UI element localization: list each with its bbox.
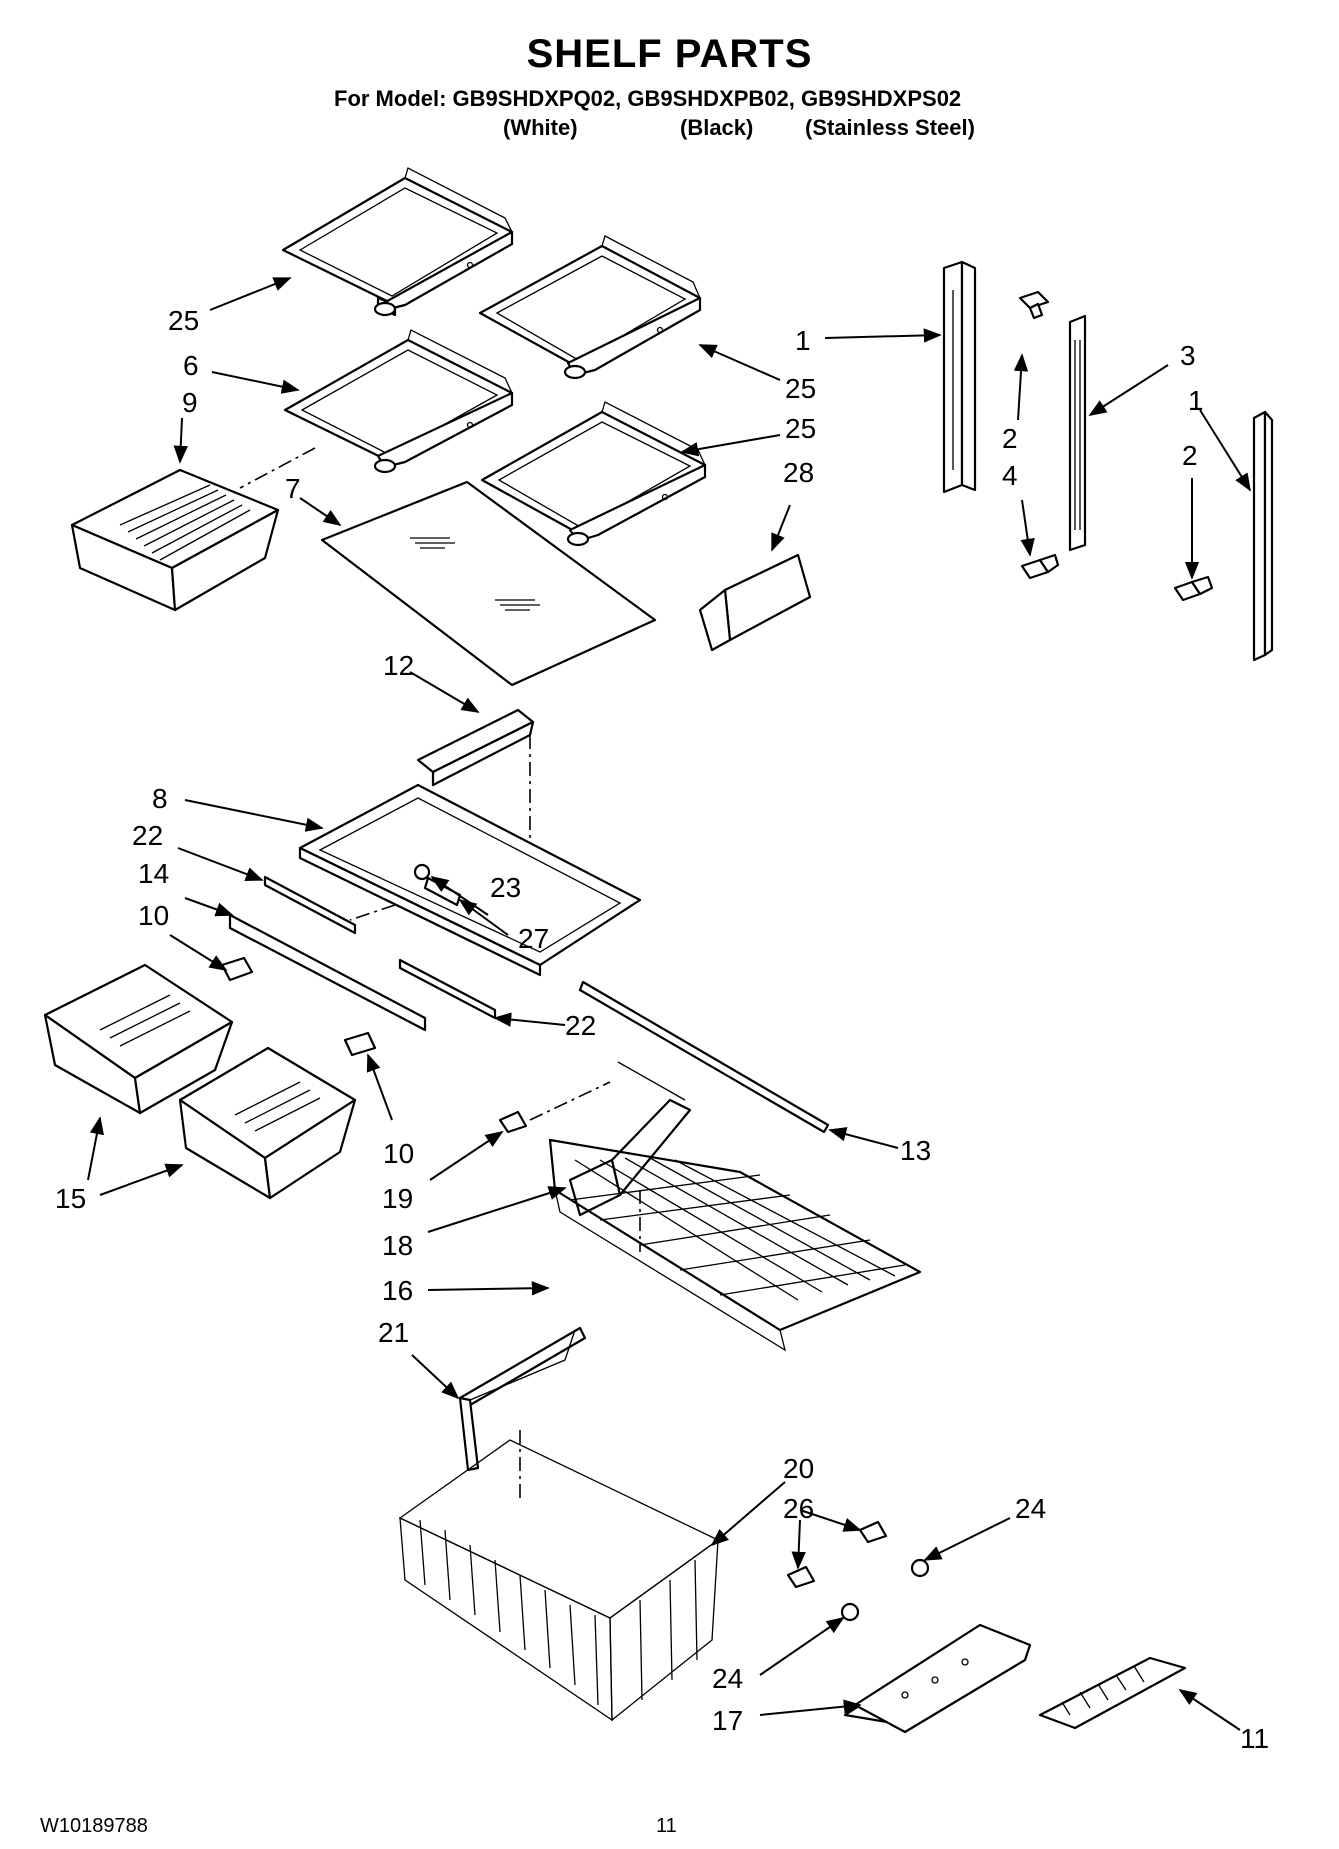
variant-white: (White) xyxy=(503,115,578,140)
alignment-line xyxy=(529,1081,611,1121)
ice-bin-part-17 xyxy=(843,1623,1032,1734)
callout-28: 28 xyxy=(783,457,814,488)
callout-23: 23 xyxy=(490,872,521,903)
callout-10: 10 xyxy=(138,900,169,931)
callout-24: 24 xyxy=(712,1663,743,1694)
basket-divider-part-21 xyxy=(458,1326,587,1472)
wire-basket-part-16 xyxy=(548,1138,922,1352)
rail-part-1-right xyxy=(1252,410,1274,662)
rail-part-3 xyxy=(1068,314,1087,552)
clip-part-10-upper xyxy=(220,956,254,982)
callout-22: 22 xyxy=(565,1010,596,1041)
screw-part-2-upper xyxy=(1018,290,1050,320)
alignment-line xyxy=(239,447,316,489)
callout-17: 17 xyxy=(712,1705,743,1736)
variant-black: (Black) xyxy=(680,115,754,140)
callout-10: 10 xyxy=(383,1138,414,1169)
callout-12: 12 xyxy=(383,650,414,681)
callout-25: 25 xyxy=(785,373,816,404)
screw-part-2-lower xyxy=(1173,575,1214,602)
bar-part-14 xyxy=(228,913,427,1032)
callout-22: 22 xyxy=(132,820,163,851)
brace-part-22-lower xyxy=(398,958,497,1020)
screw-part-19 xyxy=(498,1110,528,1134)
shelf-part-25-right xyxy=(478,235,702,380)
callout-24: 24 xyxy=(1015,1493,1046,1524)
screw-part-26-lower xyxy=(786,1565,816,1589)
callout-6: 6 xyxy=(183,350,199,381)
variant-stainless: (Stainless Steel) xyxy=(805,115,975,140)
callout-14: 14 xyxy=(138,858,169,889)
callout-26: 26 xyxy=(783,1493,814,1524)
screw-part-23 xyxy=(413,863,431,881)
callout-15: 15 xyxy=(55,1183,86,1214)
bracket-part-12 xyxy=(416,708,535,787)
washer-part-24-upper xyxy=(910,1558,930,1578)
crisper-drawer-part-9 xyxy=(70,468,280,612)
shelf-part-25-lower xyxy=(480,401,707,547)
washer-part-24-lower xyxy=(840,1602,860,1622)
callout-3: 3 xyxy=(1180,340,1196,371)
callout-25: 25 xyxy=(168,305,199,336)
glass-shelf-part-7 xyxy=(320,480,657,687)
clip-part-10-lower xyxy=(343,1031,377,1057)
callout-1: 1 xyxy=(1188,385,1204,416)
shelf-frame-part-8 xyxy=(298,783,642,977)
screw-part-26-upper xyxy=(858,1520,888,1544)
rail-part-1-left xyxy=(942,260,977,494)
leader-lines xyxy=(87,277,1251,1731)
cover-part-28 xyxy=(698,553,812,652)
callout-2: 2 xyxy=(1002,423,1018,454)
alignment-line xyxy=(349,904,396,921)
callout-16: 16 xyxy=(382,1275,413,1306)
callout-18: 18 xyxy=(382,1230,413,1261)
ice-tray-part-11 xyxy=(1038,1656,1187,1730)
callout-9: 9 xyxy=(182,387,198,418)
shelf-part-25-upper xyxy=(281,167,514,317)
callout-4: 4 xyxy=(1002,460,1018,491)
callout-2: 2 xyxy=(1182,440,1198,471)
model-numbers: For Model: GB9SHDXPQ02, GB9SHDXPB02, GB9… xyxy=(334,86,962,111)
callout-21: 21 xyxy=(378,1317,409,1348)
crisper-drawer-part-15-left xyxy=(43,963,234,1115)
callout-27: 27 xyxy=(518,923,549,954)
callout-1: 1 xyxy=(795,325,811,356)
callout-25: 25 xyxy=(785,413,816,444)
page-title: SHELF PARTS xyxy=(526,32,813,76)
callout-13: 13 xyxy=(900,1135,931,1166)
page-number: 11 xyxy=(656,1815,677,1837)
screw-part-4 xyxy=(1020,553,1060,580)
shelf-part-6 xyxy=(283,329,514,474)
callout-11: 11 xyxy=(1240,1723,1269,1754)
brace-part-22-upper xyxy=(263,875,357,935)
callout-8: 8 xyxy=(152,783,168,814)
crisper-drawer-part-15-right xyxy=(178,1046,357,1200)
rod-part-13 xyxy=(578,980,830,1134)
callout-7: 7 xyxy=(285,473,301,504)
document-number: W10189788 xyxy=(40,1815,148,1837)
wire-basket-part-20 xyxy=(398,1439,720,1722)
callout-20: 20 xyxy=(783,1453,814,1484)
callout-19: 19 xyxy=(382,1183,413,1214)
